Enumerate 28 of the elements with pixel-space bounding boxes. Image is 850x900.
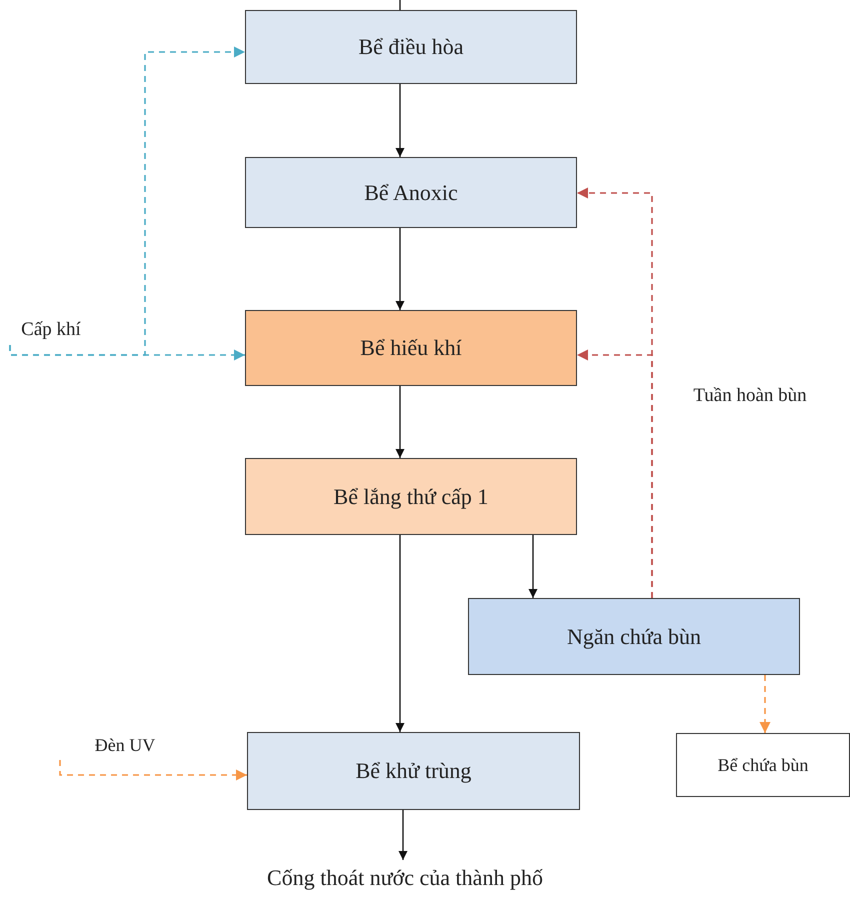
- arrow: [395, 386, 405, 458]
- box-label: Bể Anoxic: [364, 180, 458, 206]
- dashed-arrow: [759, 675, 771, 733]
- box-label: Bể hiếu khí: [360, 335, 462, 361]
- dashed-arrow: [59, 760, 247, 781]
- node-label: Đèn UV: [94, 734, 156, 756]
- node-label: Cấp khí: [21, 319, 81, 341]
- process-box: [247, 732, 580, 810]
- process-box: [245, 157, 577, 228]
- box-label: Ngăn chứa bùn: [566, 624, 702, 650]
- process-box: [468, 598, 800, 675]
- node-label: Cống thoát nước của thành phố: [267, 865, 543, 891]
- arrow: [528, 535, 538, 598]
- box-label: Bể điều hòa: [358, 34, 464, 60]
- process-box: [245, 10, 577, 84]
- flow-note: Tuần hoàn bùn: [692, 384, 808, 408]
- arrow: [398, 810, 408, 860]
- dashed-arrow: [9, 345, 245, 361]
- box-label: Bể chứa bùn: [718, 754, 808, 776]
- box-label: Bể lắng thứ cấp 1: [334, 484, 488, 510]
- arrow: [395, 535, 405, 732]
- process-box: [676, 733, 850, 797]
- dashed-arrow: [577, 349, 653, 598]
- box-label: Bể khử trùng: [356, 758, 472, 784]
- process-box: [245, 310, 577, 386]
- arrow: [395, 84, 405, 157]
- process-box: [245, 458, 577, 535]
- arrow: [395, 228, 405, 310]
